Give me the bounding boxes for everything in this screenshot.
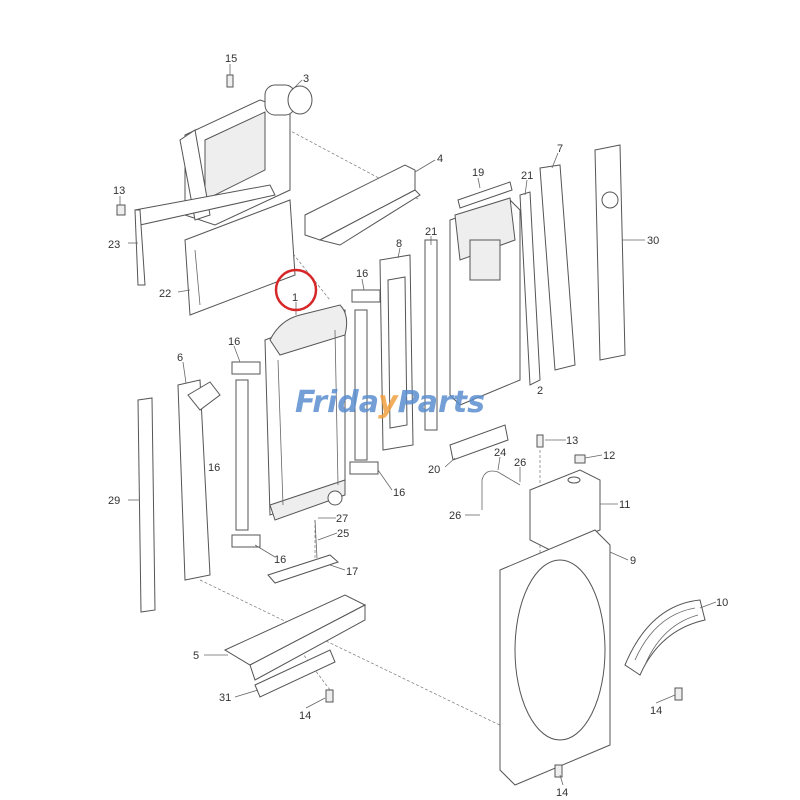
callout-label: 16 xyxy=(393,487,405,499)
callout-label: 8 xyxy=(396,238,402,250)
part-5-bracket xyxy=(223,594,367,681)
part-29-strip xyxy=(137,397,156,613)
callout-label: 16 xyxy=(228,336,240,348)
callout-label: 5 xyxy=(193,650,199,662)
callout-label: 19 xyxy=(472,167,484,179)
callout-labels: 1534132322197213082116161616292201324261… xyxy=(108,53,728,799)
callout-label: 23 xyxy=(108,239,120,251)
callout-label: 24 xyxy=(494,447,506,459)
callout-label: 17 xyxy=(346,566,358,578)
part-8-frame xyxy=(379,254,414,451)
callout-label: 16 xyxy=(356,268,368,280)
callout-label: 6 xyxy=(177,352,183,364)
callout-label: 31 xyxy=(219,692,231,704)
part-31-seal xyxy=(254,649,336,698)
callout-label: 21 xyxy=(521,170,533,182)
part-19-seal xyxy=(457,181,513,209)
callout-label: 10 xyxy=(716,597,728,609)
part-16-clamp xyxy=(351,289,381,303)
callout-label: 11 xyxy=(619,499,630,511)
callout-label: 26 xyxy=(449,510,461,522)
part-24-hose xyxy=(481,470,521,510)
callout-label: 27 xyxy=(336,513,348,525)
part-17-seal xyxy=(267,554,339,584)
part-4-bracket xyxy=(304,164,421,246)
callout-label: 13 xyxy=(113,185,125,197)
part-2-radiator xyxy=(449,197,521,406)
callout-label: 9 xyxy=(630,555,636,567)
part-20-seal xyxy=(449,424,509,461)
callout-label: 16 xyxy=(208,462,220,474)
watermark: FridayParts xyxy=(295,385,485,420)
callout-label: 12 xyxy=(603,450,615,462)
leader-lines xyxy=(119,64,717,786)
callout-label: 21 xyxy=(425,226,437,238)
part-16-rail xyxy=(235,379,249,531)
part-16-rail xyxy=(354,309,368,461)
highlight-circle xyxy=(274,268,318,312)
callout-label: 14 xyxy=(650,705,662,717)
callout-label: 4 xyxy=(437,153,443,165)
callout-label: 2 xyxy=(537,385,543,397)
callout-label: 26 xyxy=(514,457,526,469)
callout-label: 20 xyxy=(428,464,440,476)
callout-label: 25 xyxy=(337,528,349,540)
watermark-text-y: y xyxy=(378,385,399,420)
part-25-pipe xyxy=(314,519,318,559)
watermark-text-parts: Parts xyxy=(398,385,485,420)
callout-label: 7 xyxy=(557,143,563,155)
callout-label: 22 xyxy=(159,288,171,300)
callout-label: 15 xyxy=(225,53,237,65)
part-1-radiator-core xyxy=(264,304,348,521)
callout-label: 14 xyxy=(299,710,311,722)
part-23-bracket xyxy=(134,184,276,286)
callout-label: 3 xyxy=(303,73,309,85)
watermark-text-friday: Frida xyxy=(295,385,378,420)
part-30-panel xyxy=(594,144,626,361)
part-21-strip-b xyxy=(519,191,541,386)
part-9-fan-shroud xyxy=(499,529,611,786)
part-6-side-plate xyxy=(177,379,211,581)
part-16-clamp xyxy=(349,461,379,475)
callout-label: 16 xyxy=(274,554,286,566)
part-7-side-plate xyxy=(539,164,576,371)
part-16-clamp xyxy=(231,534,261,548)
callout-label: 14 xyxy=(556,787,568,799)
callout-label: 29 xyxy=(108,495,120,507)
part-11-tank xyxy=(529,469,601,551)
bolts xyxy=(116,74,683,778)
callout-label: 1 xyxy=(292,292,298,304)
part-16-clamp xyxy=(231,361,261,375)
part-10-fan-guard xyxy=(624,599,706,676)
callout-label: 13 xyxy=(566,435,578,447)
callout-label: 30 xyxy=(647,235,659,247)
